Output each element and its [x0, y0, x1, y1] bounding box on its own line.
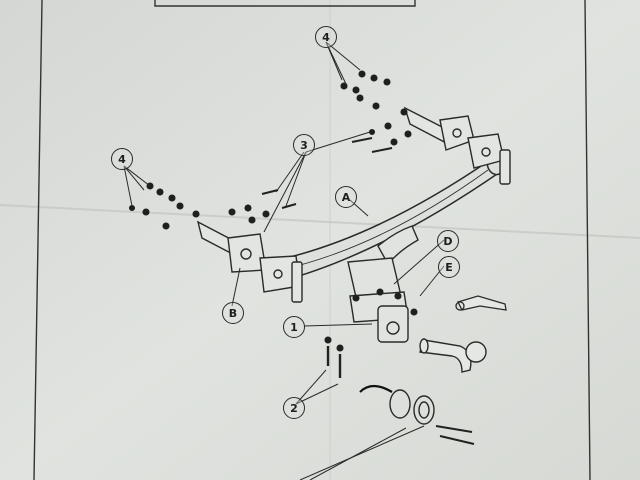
locking-handle — [455, 295, 507, 311]
fasteners — [128, 70, 475, 445]
tow-ball-neck — [419, 338, 487, 373]
left-side-bracket — [196, 220, 303, 303]
callout-a: A — [335, 186, 357, 208]
callout-1: 1 — [283, 316, 305, 338]
callout-4-left: 4 — [111, 148, 133, 170]
callout-3: 3 — [293, 134, 315, 156]
callout-4-top: 4 — [315, 26, 337, 48]
leader-lines — [123, 41, 445, 480]
electric-socket — [359, 384, 435, 425]
callout-2: 2 — [283, 397, 305, 419]
tow-bracket — [347, 225, 419, 343]
page-border — [33, 0, 591, 480]
callout-d: D — [437, 230, 459, 252]
callout-e: E — [438, 256, 460, 278]
right-side-bracket — [403, 106, 511, 185]
callout-b: B — [222, 302, 244, 324]
